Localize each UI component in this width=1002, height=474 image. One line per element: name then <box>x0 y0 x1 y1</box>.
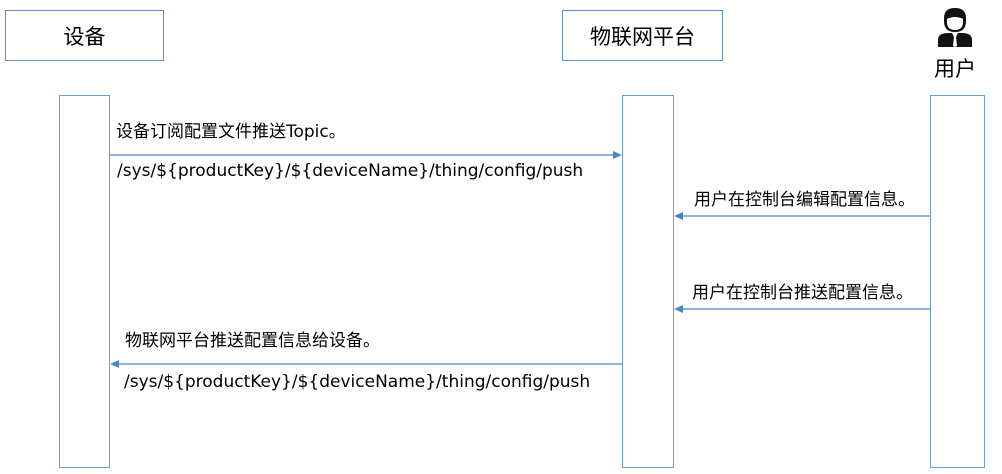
arrowhead-device-to-platform <box>613 151 622 159</box>
lifeline-device <box>59 95 110 468</box>
message-3-label: 用户在控制台推送配置信息。 <box>692 283 913 303</box>
arrowhead-platform-to-device <box>110 360 119 368</box>
participant-device-label: 设备 <box>63 24 106 49</box>
user-avatar-icon <box>938 8 972 47</box>
participant-platform: 物联网平台 <box>562 10 723 61</box>
message-4-topic: /sys/${productKey}/${deviceName}/thing/c… <box>124 372 591 392</box>
lifeline-user <box>930 95 985 468</box>
participant-user: 用户 <box>922 4 988 82</box>
message-1-label: 设备订阅配置文件推送Topic。 <box>116 122 346 142</box>
participant-user-label: 用户 <box>934 57 976 81</box>
arrowhead-user-to-platform-edit <box>674 212 683 220</box>
message-4-label: 物联网平台推送配置信息给设备。 <box>125 331 380 351</box>
arrowhead-user-to-platform-push <box>674 305 683 313</box>
participant-platform-label: 物联网平台 <box>590 24 695 49</box>
message-2-label: 用户在控制台编辑配置信息。 <box>694 190 915 210</box>
lifeline-platform <box>622 95 674 468</box>
participant-device: 设备 <box>5 10 164 61</box>
message-1-topic: /sys/${productKey}/${deviceName}/thing/c… <box>117 161 584 181</box>
